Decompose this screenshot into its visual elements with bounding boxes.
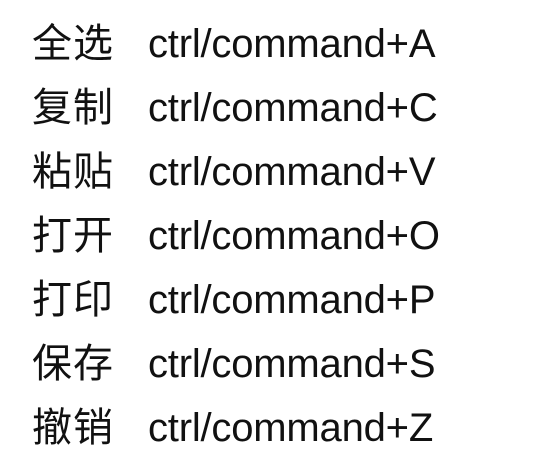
shortcut-action: 打开 [32,213,114,259]
shortcut-keys: ctrl/command+P [148,278,436,322]
shortcut-action: 打印 [32,277,114,323]
shortcut-row-undo: 撤销 ctrl/command+Z [32,396,440,460]
shortcut-action: 复制 [32,85,114,131]
shortcut-action: 全选 [32,21,114,67]
shortcut-keys: ctrl/command+O [148,214,440,258]
shortcut-action: 保存 [32,341,114,387]
shortcut-action: 撤销 [32,405,114,451]
shortcut-row-save: 保存 ctrl/command+S [32,332,440,396]
shortcut-keys: ctrl/command+V [148,150,436,194]
shortcut-keys: ctrl/command+C [148,86,438,130]
shortcut-keys: ctrl/command+Z [148,406,434,450]
shortcut-row-paste: 粘贴 ctrl/command+V [32,140,440,204]
shortcut-list: 全选 ctrl/command+A 复制 ctrl/command+C 粘贴 c… [32,12,440,460]
shortcut-action: 粘贴 [32,149,114,195]
shortcut-keys: ctrl/command+A [148,22,436,66]
shortcut-row-select-all: 全选 ctrl/command+A [32,12,440,76]
shortcut-row-print: 打印 ctrl/command+P [32,268,440,332]
shortcut-row-open: 打开 ctrl/command+O [32,204,440,268]
shortcut-row-copy: 复制 ctrl/command+C [32,76,440,140]
shortcut-keys: ctrl/command+S [148,342,436,386]
